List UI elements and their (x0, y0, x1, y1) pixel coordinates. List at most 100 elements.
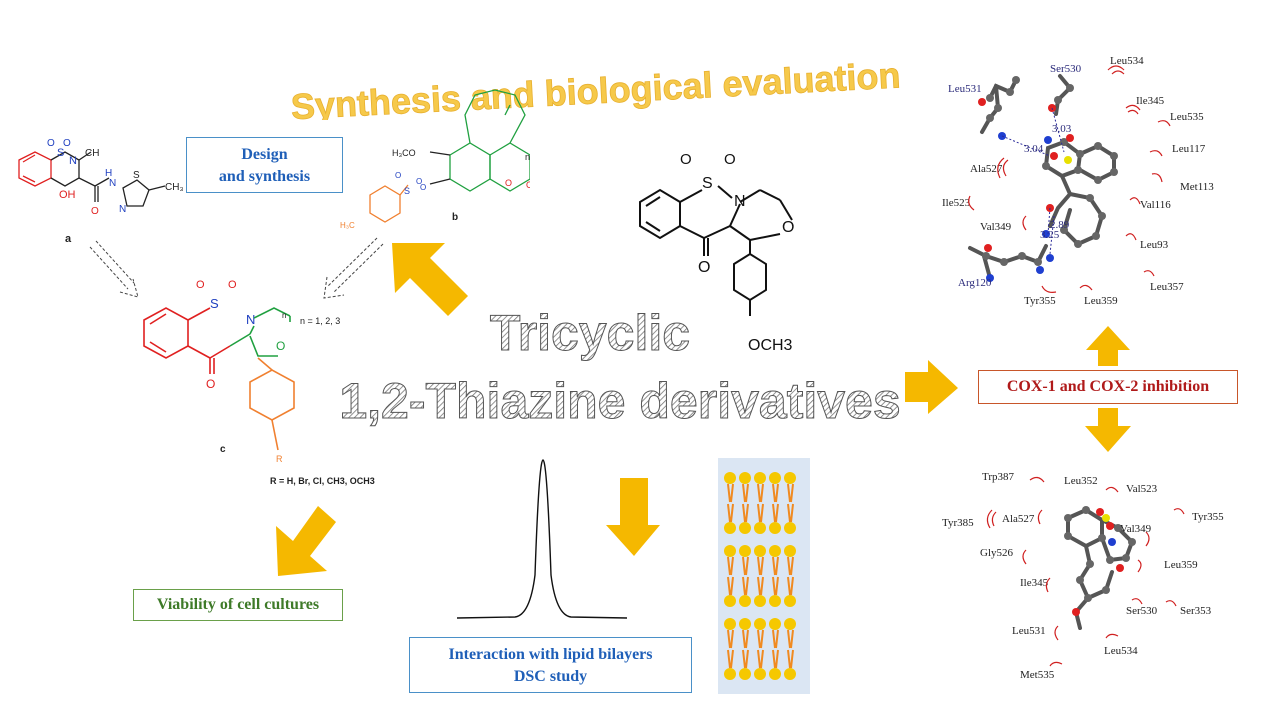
main-molecule: S O O N O O OCH3 (639, 151, 794, 354)
residue-label: Leu534 (1104, 645, 1138, 657)
svg-text:H₃CO: H₃CO (392, 148, 416, 158)
svg-text:H: H (105, 168, 112, 179)
svg-text:O: O (395, 171, 401, 180)
label-c: c (220, 444, 226, 455)
residue-label: Tyr355 (1192, 511, 1224, 523)
distance-label: 3.04 (1024, 143, 1044, 155)
residue-label: Ser530 (1126, 605, 1158, 617)
arrow-down-small-icon (1085, 408, 1131, 452)
svg-text:O: O (206, 377, 215, 391)
arrow-right-icon (905, 360, 958, 414)
svg-text:S: S (57, 147, 64, 159)
svg-text:N: N (734, 193, 746, 210)
residue-label: Ile523 (942, 197, 971, 209)
residue-label: Val523 (1126, 483, 1158, 495)
headline: Synthesis and biological evaluation (289, 54, 901, 120)
residue-label: Leu352 (1064, 475, 1098, 487)
residue-label: Leu357 (1150, 281, 1184, 293)
arrow-down-left-icon (276, 506, 336, 576)
distance-label: 2.89 (1050, 219, 1070, 231)
svg-text:N: N (119, 204, 126, 215)
svg-text:N: N (246, 312, 255, 327)
svg-text:H₃C: H₃C (340, 221, 355, 230)
center-title: Tricyclic 1,2-Thiazine derivatives (339, 305, 901, 430)
svg-text:O: O (505, 178, 512, 188)
molecule-b: H₃CO n O O S O O O H₃C b (340, 89, 530, 230)
svg-text:O: O (416, 177, 422, 186)
title-line2: 1,2-Thiazine derivatives (339, 373, 900, 429)
svg-text:n: n (525, 152, 530, 162)
svg-text:O: O (420, 183, 426, 192)
residue-label: Ser353 (1180, 605, 1212, 617)
svg-text:S: S (702, 175, 713, 192)
lipid-dsc-box: Interaction with lipid bilayers DSC stud… (409, 637, 692, 693)
svg-text:S: S (404, 186, 410, 196)
svg-text:O: O (47, 138, 55, 149)
lipid-bilayer-icon (718, 458, 810, 694)
cox-docking-top: 3.03 3.04 2.89 3.25 Ser530 Leu534 Leu531… (942, 55, 1214, 307)
design-line2: and synthesis (218, 168, 311, 185)
residue-label: Leu359 (1084, 295, 1118, 307)
residue-label: Tyr355 (1024, 295, 1056, 307)
svg-text:OH: OH (59, 189, 76, 201)
residue-label: Ile345 (1020, 577, 1049, 589)
svg-text:O: O (782, 219, 794, 236)
residue-label: Met113 (1180, 181, 1214, 193)
svg-text:O: O (698, 259, 710, 276)
residue-label: Leu535 (1170, 111, 1204, 123)
svg-text:O: O (526, 180, 530, 190)
svg-text:O: O (276, 339, 285, 353)
label-b: b (452, 212, 458, 223)
molecule-c: S O O N O n n = 1, 2, 3 O R c R = H, Br,… (143, 279, 375, 486)
cox-inhibition-box: COX-1 and COX-2 inhibition (978, 370, 1238, 404)
svg-text:CH: CH (85, 148, 99, 159)
arrow-up-icon (1086, 326, 1130, 366)
svg-text:N: N (69, 155, 77, 167)
residue-label: Trp387 (982, 471, 1014, 483)
lipid-line1: Interaction with lipid bilayers (448, 646, 653, 663)
distance-label: 3.03 (1052, 123, 1072, 135)
residue-label: Val116 (1140, 199, 1171, 211)
residue-label: Leu117 (1172, 143, 1206, 155)
svg-text:S: S (133, 170, 140, 181)
viability-box: Viability of cell cultures (133, 589, 343, 621)
distance-label: 3.25 (1040, 229, 1060, 241)
main-substituent: OCH3 (748, 337, 793, 354)
svg-text:N: N (109, 178, 116, 189)
residue-label: Leu531 (948, 83, 982, 95)
svg-text:CH₃: CH₃ (165, 182, 184, 193)
molecule-a: S O O N CH OH O H N N S CH₃ a (18, 138, 184, 245)
residue-label: Gly526 (980, 547, 1014, 559)
residue-label: Met535 (1020, 669, 1055, 681)
dashed-arrow-a-icon (89, 240, 139, 298)
svg-text:O: O (196, 279, 205, 291)
dashed-arrow-b-icon (323, 237, 384, 299)
cox-docking-bottom: Trp387 Leu352 Val523 Tyr385 Ala527 Val34… (942, 471, 1224, 681)
residue-label: Leu534 (1110, 55, 1144, 67)
svg-text:O: O (91, 206, 99, 217)
residue-label: Leu531 (1012, 625, 1046, 637)
residue-label: Val349 (980, 221, 1012, 233)
arrow-up-left-icon (392, 243, 468, 316)
lipid-line2: DSC study (513, 668, 588, 685)
residue-label: Val349 (1120, 523, 1152, 535)
svg-text:O: O (680, 151, 692, 168)
dsc-thermogram (456, 459, 628, 619)
title-line1: Tricyclic (490, 305, 690, 361)
residue-label: Tyr385 (942, 517, 974, 529)
svg-text:R: R (276, 454, 283, 464)
svg-text:O: O (228, 279, 237, 291)
n-range: n = 1, 2, 3 (300, 316, 340, 326)
svg-text:O: O (63, 138, 71, 149)
svg-text:O: O (724, 151, 736, 168)
label-a: a (65, 233, 72, 245)
arrow-down-icon (606, 478, 660, 556)
residue-label: Ile345 (1136, 95, 1165, 107)
svg-text:n: n (282, 311, 286, 320)
residue-label: Ser530 (1050, 63, 1082, 75)
residue-label: Ala527 (970, 163, 1003, 175)
residue-label: Arg120 (958, 277, 992, 289)
r-groups: R = H, Br, Cl, CH3, OCH3 (270, 476, 375, 486)
design-line1: Design (241, 146, 288, 163)
